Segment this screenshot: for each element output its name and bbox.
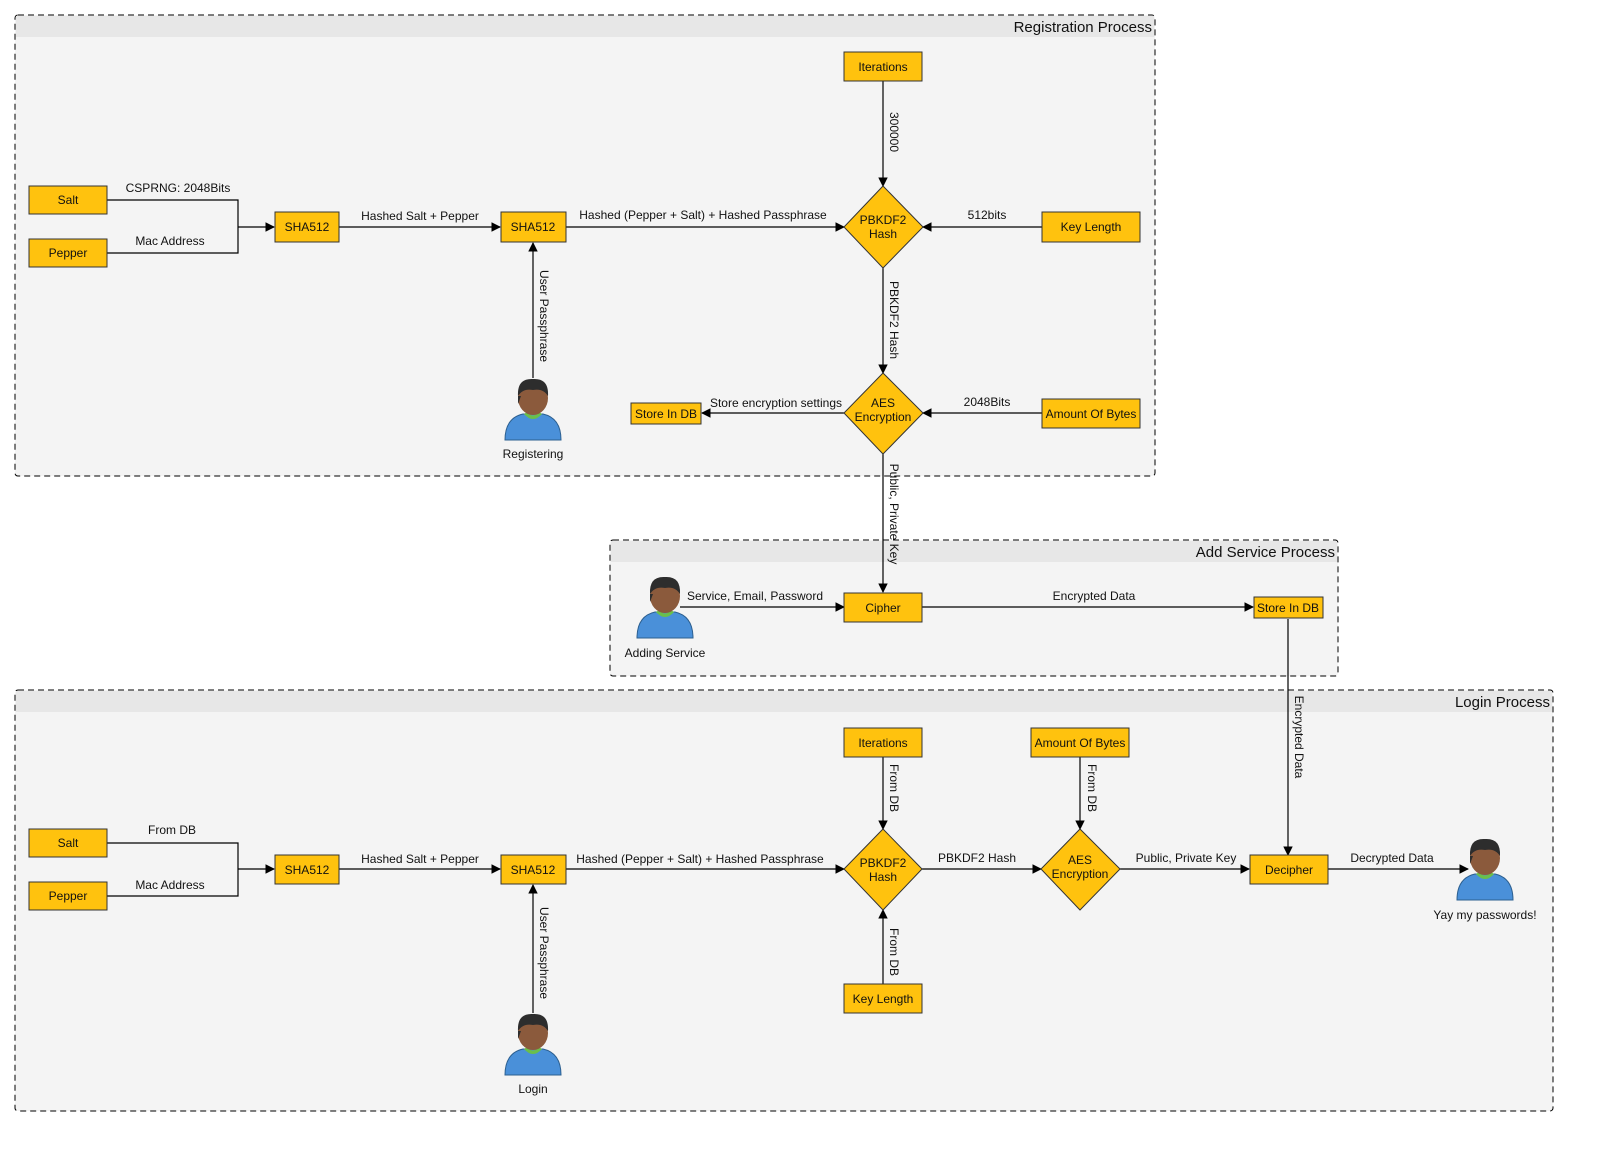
node-label-line2: Encryption <box>855 410 912 424</box>
label-reg-300000: 300000 <box>887 112 901 152</box>
label-login-hashed-combo: Hashed (Pepper + Salt) + Hashed Passphra… <box>576 852 824 866</box>
person-label: Yay my passwords! <box>1433 908 1536 922</box>
label-login-from-db-key: From DB <box>887 928 901 976</box>
node-label-line2: Encryption <box>1052 867 1109 881</box>
node-add-store-in-db[interactable]: Store In DB <box>1253 596 1324 619</box>
label-reg-2048bits: 2048Bits <box>964 395 1011 409</box>
node-label: Salt <box>58 836 79 850</box>
person-registering: Registering <box>503 378 564 461</box>
node-reg-sha512-1[interactable]: SHA512 <box>274 211 340 243</box>
person-label: Login <box>518 1082 547 1096</box>
node-label: Pepper <box>49 246 88 260</box>
label-reg-512bits: 512bits <box>968 208 1007 222</box>
node-login-iterations[interactable]: Iterations <box>843 727 923 758</box>
node-login-decipher[interactable]: Decipher <box>1249 854 1329 885</box>
node-label: Iterations <box>858 60 907 74</box>
node-label-line1: AES <box>871 396 895 410</box>
label-reg-pbkdf2-hash: PBKDF2 Hash <box>887 281 901 359</box>
node-login-sha512-2[interactable]: SHA512 <box>500 854 567 885</box>
edge-reg-pepper <box>107 227 239 254</box>
node-login-salt[interactable]: Salt <box>28 828 108 858</box>
label-login-mac: Mac Address <box>135 878 204 892</box>
node-label-line1: PBKDF2 <box>860 856 907 870</box>
label-reg-store-settings: Store encryption settings <box>710 396 842 410</box>
lane-title-login: Login Process <box>1455 694 1550 711</box>
node-login-amount-of-bytes[interactable]: Amount Of Bytes <box>1030 727 1130 758</box>
person-label: Adding Service <box>625 646 706 660</box>
node-label: Salt <box>58 193 79 207</box>
lane-title-add-service: Add Service Process <box>1196 544 1335 561</box>
label-reg-csprng: CSPRNG: 2048Bits <box>126 181 231 195</box>
label-login-from-db-salt: From DB <box>148 823 196 837</box>
label-reg-hashed-combo: Hashed (Pepper + Salt) + Hashed Passphra… <box>579 208 827 222</box>
node-reg-store-in-db[interactable]: Store In DB <box>630 402 702 425</box>
node-reg-salt[interactable]: Salt <box>28 185 108 215</box>
lane-title-registration: Registration Process <box>1014 19 1152 36</box>
edge-login-pepper <box>107 869 239 897</box>
person-yay: Yay my passwords! <box>1433 838 1537 922</box>
label-login-from-db-amount: From DB <box>1085 764 1099 812</box>
node-label-line2: Hash <box>869 870 897 884</box>
node-label: Decipher <box>1265 863 1313 877</box>
edge-login-salt <box>107 842 239 869</box>
node-label: Amount Of Bytes <box>1035 736 1126 750</box>
lane-registration: Registration Process <box>14 14 1156 477</box>
label-login-public-private: Public, Private Key <box>1136 851 1237 865</box>
node-login-aes-encryption[interactable]: AES Encryption <box>1040 828 1121 911</box>
node-label-line1: AES <box>1068 853 1092 867</box>
label-login-hashed-salt-pepper: Hashed Salt + Pepper <box>361 852 479 866</box>
node-label: Amount Of Bytes <box>1046 407 1137 421</box>
node-label: Cipher <box>865 601 900 615</box>
label-add-encrypted-data: Encrypted Data <box>1053 589 1136 603</box>
person-label: Registering <box>503 447 564 461</box>
label-reg-hashed-salt-pepper: Hashed Salt + Pepper <box>361 209 479 223</box>
node-label: SHA512 <box>285 220 330 234</box>
node-label: SHA512 <box>511 220 556 234</box>
edges <box>107 81 1469 1013</box>
node-label: Iterations <box>858 736 907 750</box>
label-reg-public-private: Public, Private Key <box>887 464 901 565</box>
node-reg-iterations[interactable]: Iterations <box>843 51 923 82</box>
node-label-line2: Hash <box>869 227 897 241</box>
person-login: Login <box>504 1013 562 1096</box>
lane-add-service: Add Service Process <box>609 539 1339 677</box>
label-login-user-passphrase: User Passphrase <box>537 907 551 999</box>
node-reg-aes-encryption[interactable]: AES Encryption <box>843 372 924 455</box>
node-add-cipher[interactable]: Cipher <box>843 592 923 623</box>
edge-reg-salt <box>107 199 239 227</box>
label-reg-mac: Mac Address <box>135 234 204 248</box>
node-reg-pbkdf2-hash[interactable]: PBKDF2 Hash <box>843 185 924 269</box>
node-login-sha512-1[interactable]: SHA512 <box>274 854 340 885</box>
node-label: Key Length <box>1061 220 1122 234</box>
node-login-pbkdf2-hash[interactable]: PBKDF2 Hash <box>843 828 923 911</box>
node-label-line1: PBKDF2 <box>860 213 907 227</box>
node-label: SHA512 <box>511 863 556 877</box>
label-login-pbkdf2-hash: PBKDF2 Hash <box>938 851 1016 865</box>
node-reg-sha512-2[interactable]: SHA512 <box>500 211 567 243</box>
node-label: Key Length <box>853 992 914 1006</box>
node-label: SHA512 <box>285 863 330 877</box>
label-add-encrypted-data-down: Encrypted Data <box>1292 696 1306 779</box>
label-login-decrypted: Decrypted Data <box>1350 851 1434 865</box>
node-reg-key-length[interactable]: Key Length <box>1041 211 1141 243</box>
person-adding-service: Adding Service <box>625 576 706 660</box>
node-label: Pepper <box>49 889 88 903</box>
edge-labels: CSPRNG: 2048Bits Mac Address Hashed Salt… <box>126 112 1434 999</box>
label-add-service-email-pw: Service, Email, Password <box>687 589 823 603</box>
label-login-from-db-iter: From DB <box>887 764 901 812</box>
node-label: Store In DB <box>1257 601 1319 615</box>
node-login-pepper[interactable]: Pepper <box>28 881 108 911</box>
node-label: Store In DB <box>635 407 697 421</box>
node-login-key-length[interactable]: Key Length <box>843 983 923 1014</box>
node-reg-amount-of-bytes[interactable]: Amount Of Bytes <box>1041 398 1141 429</box>
label-reg-user-passphrase: User Passphrase <box>537 270 551 362</box>
node-reg-pepper[interactable]: Pepper <box>28 238 108 268</box>
lane-login: Login Process <box>14 689 1554 1112</box>
